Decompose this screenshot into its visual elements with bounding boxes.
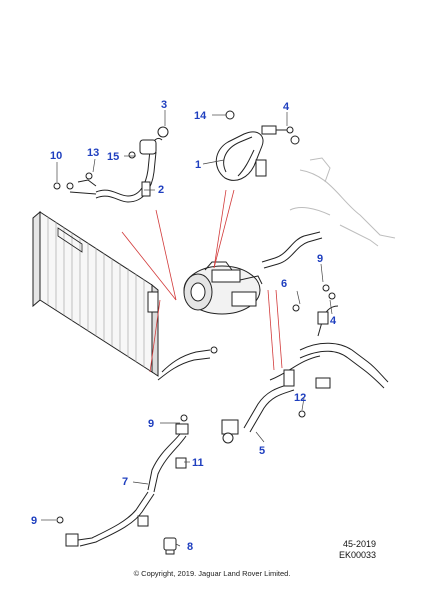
- association-lines: [121, 189, 283, 373]
- callout-9-right: 9: [317, 253, 323, 265]
- compressor: [183, 261, 263, 315]
- reference-code: 45-2019: [343, 539, 376, 549]
- pressure-sensor: [163, 537, 177, 555]
- fitting-top-right: [225, 110, 300, 145]
- callout-7: 7: [122, 476, 128, 488]
- callout-9-left: 9: [31, 515, 37, 527]
- callout-13: 13: [87, 147, 99, 159]
- illustration-code: EK00033: [339, 550, 376, 560]
- callout-11: 11: [192, 457, 204, 469]
- callout-9-mid: 9: [148, 418, 154, 430]
- callout-12: 12: [294, 392, 306, 404]
- callout-4-top: 4: [283, 101, 290, 113]
- callout-5: 5: [259, 445, 265, 457]
- copyright-notice: © Copyright, 2019. Jaguar Land Rover Lim…: [134, 569, 291, 578]
- hose-2: [53, 126, 169, 203]
- callout-1: 1: [195, 159, 201, 171]
- callout-14: 14: [194, 110, 207, 122]
- hose-5: [221, 231, 389, 444]
- callout-6: 6: [281, 278, 287, 290]
- callout-4-right: 4: [330, 315, 337, 327]
- leader-lines: [41, 110, 333, 547]
- callouts: 3 14 4 1 10 13 15 2 9 6 4 12 9 5 11 7 9 …: [31, 99, 337, 553]
- callout-3: 3: [161, 99, 167, 111]
- callout-8: 8: [187, 541, 193, 553]
- callout-2: 2: [158, 184, 164, 196]
- condenser: [32, 210, 159, 377]
- hose-1: [215, 125, 277, 181]
- hose-7: [56, 346, 218, 547]
- callout-15: 15: [107, 151, 119, 163]
- callout-10: 10: [50, 150, 62, 162]
- vehicle-outline: [289, 157, 396, 247]
